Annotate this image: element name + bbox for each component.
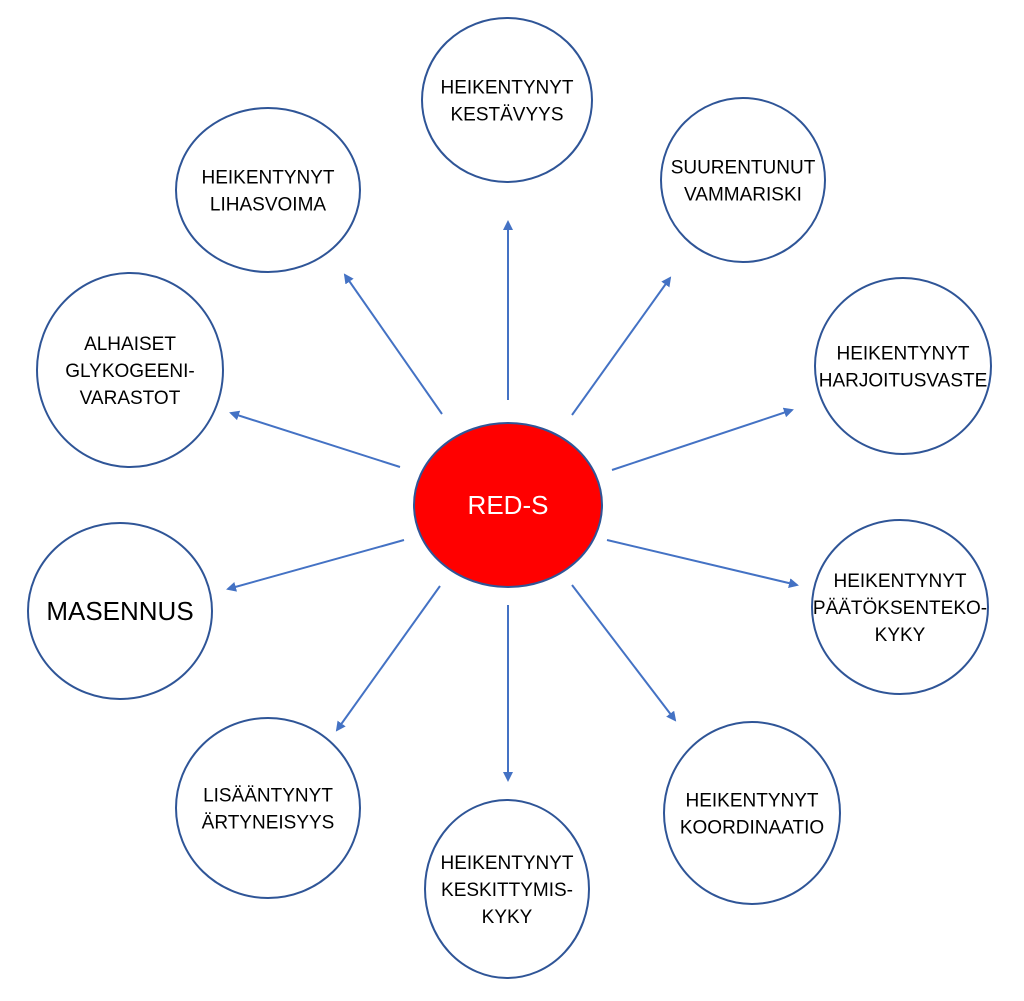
arrow-to-vammariski xyxy=(571,276,672,416)
node-circle-glykogeenivarastot xyxy=(36,272,224,468)
node-label-line: KOORDINAATIO xyxy=(680,818,824,839)
node-label-line: KYKY xyxy=(875,625,926,646)
outcome-nodes: HEIKENTYNYT KESTÄVYYS SUURENTUNUT VAMMARISK… xyxy=(27,17,992,979)
node-label-line: PÄÄTÖKSENTEKO- xyxy=(813,598,987,619)
node-label-line: HEIKENTYNYT xyxy=(833,571,966,592)
node-vammariski: SUURENTUNUT VAMMARISKI xyxy=(660,97,826,263)
node-artyneisyys: LISÄÄNTYNYT ÄRTYNEISYYS xyxy=(175,717,361,899)
node-label-vammariski: SUURENTUNUT VAMMARISKI xyxy=(671,158,816,206)
node-label-line: KESTÄVYYS xyxy=(451,105,564,126)
node-label-line: ALHAISET xyxy=(84,334,176,355)
node-lihasvoima: HEIKENTYNYT LIHASVOIMA xyxy=(175,107,361,273)
node-circle-lihasvoima xyxy=(175,107,361,273)
node-label-line: VAMMARISKI xyxy=(684,185,802,206)
node-paatoksentekokyky: HEIKENTYNYT PÄÄTÖKSENTEKO- KYKY xyxy=(811,519,989,695)
node-label-artyneisyys: LISÄÄNTYNYT ÄRTYNEISYYS xyxy=(202,786,335,834)
center-node-red-s: RED-S xyxy=(413,422,603,588)
node-harjoitusvaste: HEIKENTYNYT HARJOITUSVASTE xyxy=(814,277,992,455)
node-circle-vammariski xyxy=(660,97,826,263)
node-label-line: LISÄÄNTYNYT xyxy=(203,786,333,807)
node-kestavyys: HEIKENTYNYT KESTÄVYYS xyxy=(421,17,593,183)
node-label-line: KESKITTYMIS- xyxy=(441,880,573,901)
node-label-line: VARASTOT xyxy=(80,388,181,409)
arrow-to-paatoksentekokyky xyxy=(606,539,799,589)
node-label-keskittymiskyky: HEIKENTYNYT KESKITTYMIS- KYKY xyxy=(440,853,573,928)
node-circle-masennus xyxy=(27,522,213,700)
node-circle-keskittymiskyky xyxy=(424,799,590,979)
node-glykogeenivarastot: ALHAISET GLYKOGEENI- VARASTOT xyxy=(36,272,224,468)
center-label: RED-S xyxy=(468,490,549,520)
arrow-to-masennus xyxy=(226,539,405,592)
node-keskittymiskyky: HEIKENTYNYT KESKITTYMIS- KYKY xyxy=(424,799,590,979)
node-label-line: HEIKENTYNYT xyxy=(440,853,573,874)
node-label-line: HEIKENTYNYT xyxy=(836,344,969,365)
node-circle-harjoitusvaste xyxy=(814,277,992,455)
node-label-line: HEIKENTYNYT xyxy=(440,78,573,99)
center-ellipse xyxy=(413,422,603,588)
node-label-glykogeenivarastot: ALHAISET GLYKOGEENI- VARASTOT xyxy=(65,334,195,409)
node-label-line: ÄRTYNEISYYS xyxy=(202,813,335,834)
node-label-lihasvoima: HEIKENTYNYT LIHASVOIMA xyxy=(201,168,334,216)
node-label-line: HEIKENTYNYT xyxy=(685,791,818,812)
node-label-harjoitusvaste: HEIKENTYNYT HARJOITUSVASTE xyxy=(819,344,988,392)
node-label-koordinaatio: HEIKENTYNYT KOORDINAATIO xyxy=(680,791,824,839)
node-label-line: SUURENTUNUT xyxy=(671,158,816,179)
node-circle-koordinaatio xyxy=(663,721,841,905)
arrow-to-artyneisyys xyxy=(335,585,441,732)
node-label-line: GLYKOGEENI- xyxy=(65,361,195,382)
node-label-line: MASENNUS xyxy=(46,596,193,626)
node-label-masennus: MASENNUS xyxy=(46,596,193,626)
node-circle-paatoksentekokyky xyxy=(811,519,989,695)
arrow-to-lihasvoima xyxy=(343,273,443,415)
node-circle-artyneisyys xyxy=(175,717,361,899)
arrows xyxy=(226,220,799,782)
node-label-line: HARJOITUSVASTE xyxy=(819,371,988,392)
arrow-to-koordinaatio xyxy=(571,584,677,722)
arrow-to-glykogeenivarastot xyxy=(229,410,401,468)
node-label-kestavyys: HEIKENTYNYT KESTÄVYYS xyxy=(440,78,573,126)
node-label-line: HEIKENTYNYT xyxy=(201,168,334,189)
arrow-to-harjoitusvaste xyxy=(611,407,794,471)
node-label-line: LIHASVOIMA xyxy=(210,195,326,216)
node-masennus: MASENNUS xyxy=(27,522,213,700)
node-koordinaatio: HEIKENTYNYT KOORDINAATIO xyxy=(663,721,841,905)
node-circle-kestavyys xyxy=(421,17,593,183)
node-label-paatoksentekokyky: HEIKENTYNYT PÄÄTÖKSENTEKO- KYKY xyxy=(813,571,987,646)
node-label-line: KYKY xyxy=(482,907,533,928)
